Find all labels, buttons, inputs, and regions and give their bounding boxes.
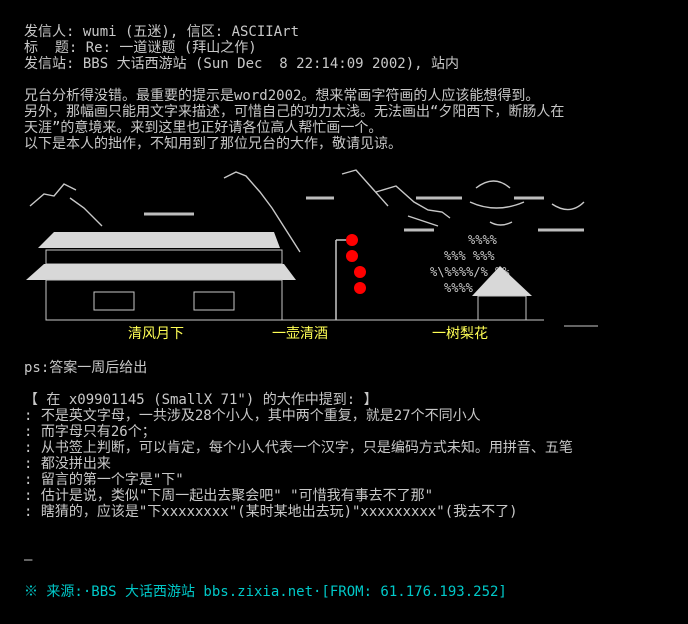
caption-2: 一壶清酒 [272, 326, 328, 342]
body-line-3: 天涯”的意境来。来到这里也正好请各位高人帮忙画一个。 [24, 120, 383, 136]
quote-line: : 瞎猜的，应该是"下xxxxxxxx"(某时某地出去玩)"xxxxxxxxx"… [24, 504, 518, 520]
caption-3: 一树梨花 [432, 326, 488, 342]
ps-line: ps:答案一周后给出 [24, 360, 148, 376]
quote-line: : 都没拼出来 [24, 456, 111, 472]
quote-head: 【 在 x09901145 (SmallX 71") 的大作中提到: 】 [24, 392, 378, 408]
source-footer: ※ 来源:·BBS 大话西游站 bbs.zixia.net·[FROM: 61.… [24, 584, 507, 600]
svg-text:%%%%: %%%% [468, 233, 498, 247]
mountain-right [341, 169, 389, 207]
quote-line: : 从书签上判断，可以肯定，每个小人代表一个汉字，只是编码方式未知。用拼音、五笔 [24, 440, 573, 456]
quote-line: : 不是英文字母，一共涉及28个小人，其中两个重复，就是27个不同小人 [24, 408, 481, 424]
cloud-2 [551, 201, 585, 211]
caption-1: 清风月下 [128, 326, 184, 342]
quote-line: : 留言的第一个字是"下" [24, 472, 184, 488]
svg-text:%\%%%%/% %%: %\%%%%/% %% [430, 265, 510, 279]
body-line-2: 另外，那幅画只能用文字来描述，可惜自己的功力太浅。无法画出“夕阳西下，断肠人在 [24, 104, 565, 120]
cloud-1 [475, 180, 511, 189]
header-station: 发信站: BBS 大话西游站 (Sun Dec 8 22:14:09 2002)… [24, 56, 460, 72]
lantern-pole [335, 239, 348, 320]
mountain-center [223, 171, 301, 253]
quote-line: : 而字母只有26个； [24, 424, 156, 440]
body-line-4: 以下是本人的拙作，不知用到了那位兄台的大作，敬请见谅。 [24, 136, 402, 152]
mountain-left [29, 183, 77, 207]
body-line-1: 兄台分析得没错。最重要的提示是word2002。想来常画字符画的人应该能想得到。 [24, 88, 540, 104]
pavilion [26, 232, 544, 321]
ascii-art-scene: %%%% %%% %%% %\%%%%/% %% %%%% [26, 169, 598, 327]
header-title: 标 题: Re: 一道谜题 (拜山之作) [24, 40, 257, 56]
signature-divider: — [24, 552, 33, 568]
header-sender: 发信人: wumi (五迷), 信区: ASCIIArt [24, 24, 300, 40]
pear-tree: %%%% %%% %%% %\%%%%/% %% %%%% [430, 233, 532, 321]
svg-text:%%%%: %%%% [444, 281, 474, 295]
lanterns [346, 234, 366, 294]
quote-line: : 估计是说，类似"下周一起出去聚会吧" "可惜我有事去不了那" [24, 488, 433, 504]
svg-text:%%% %%%: %%% %%% [444, 249, 495, 263]
